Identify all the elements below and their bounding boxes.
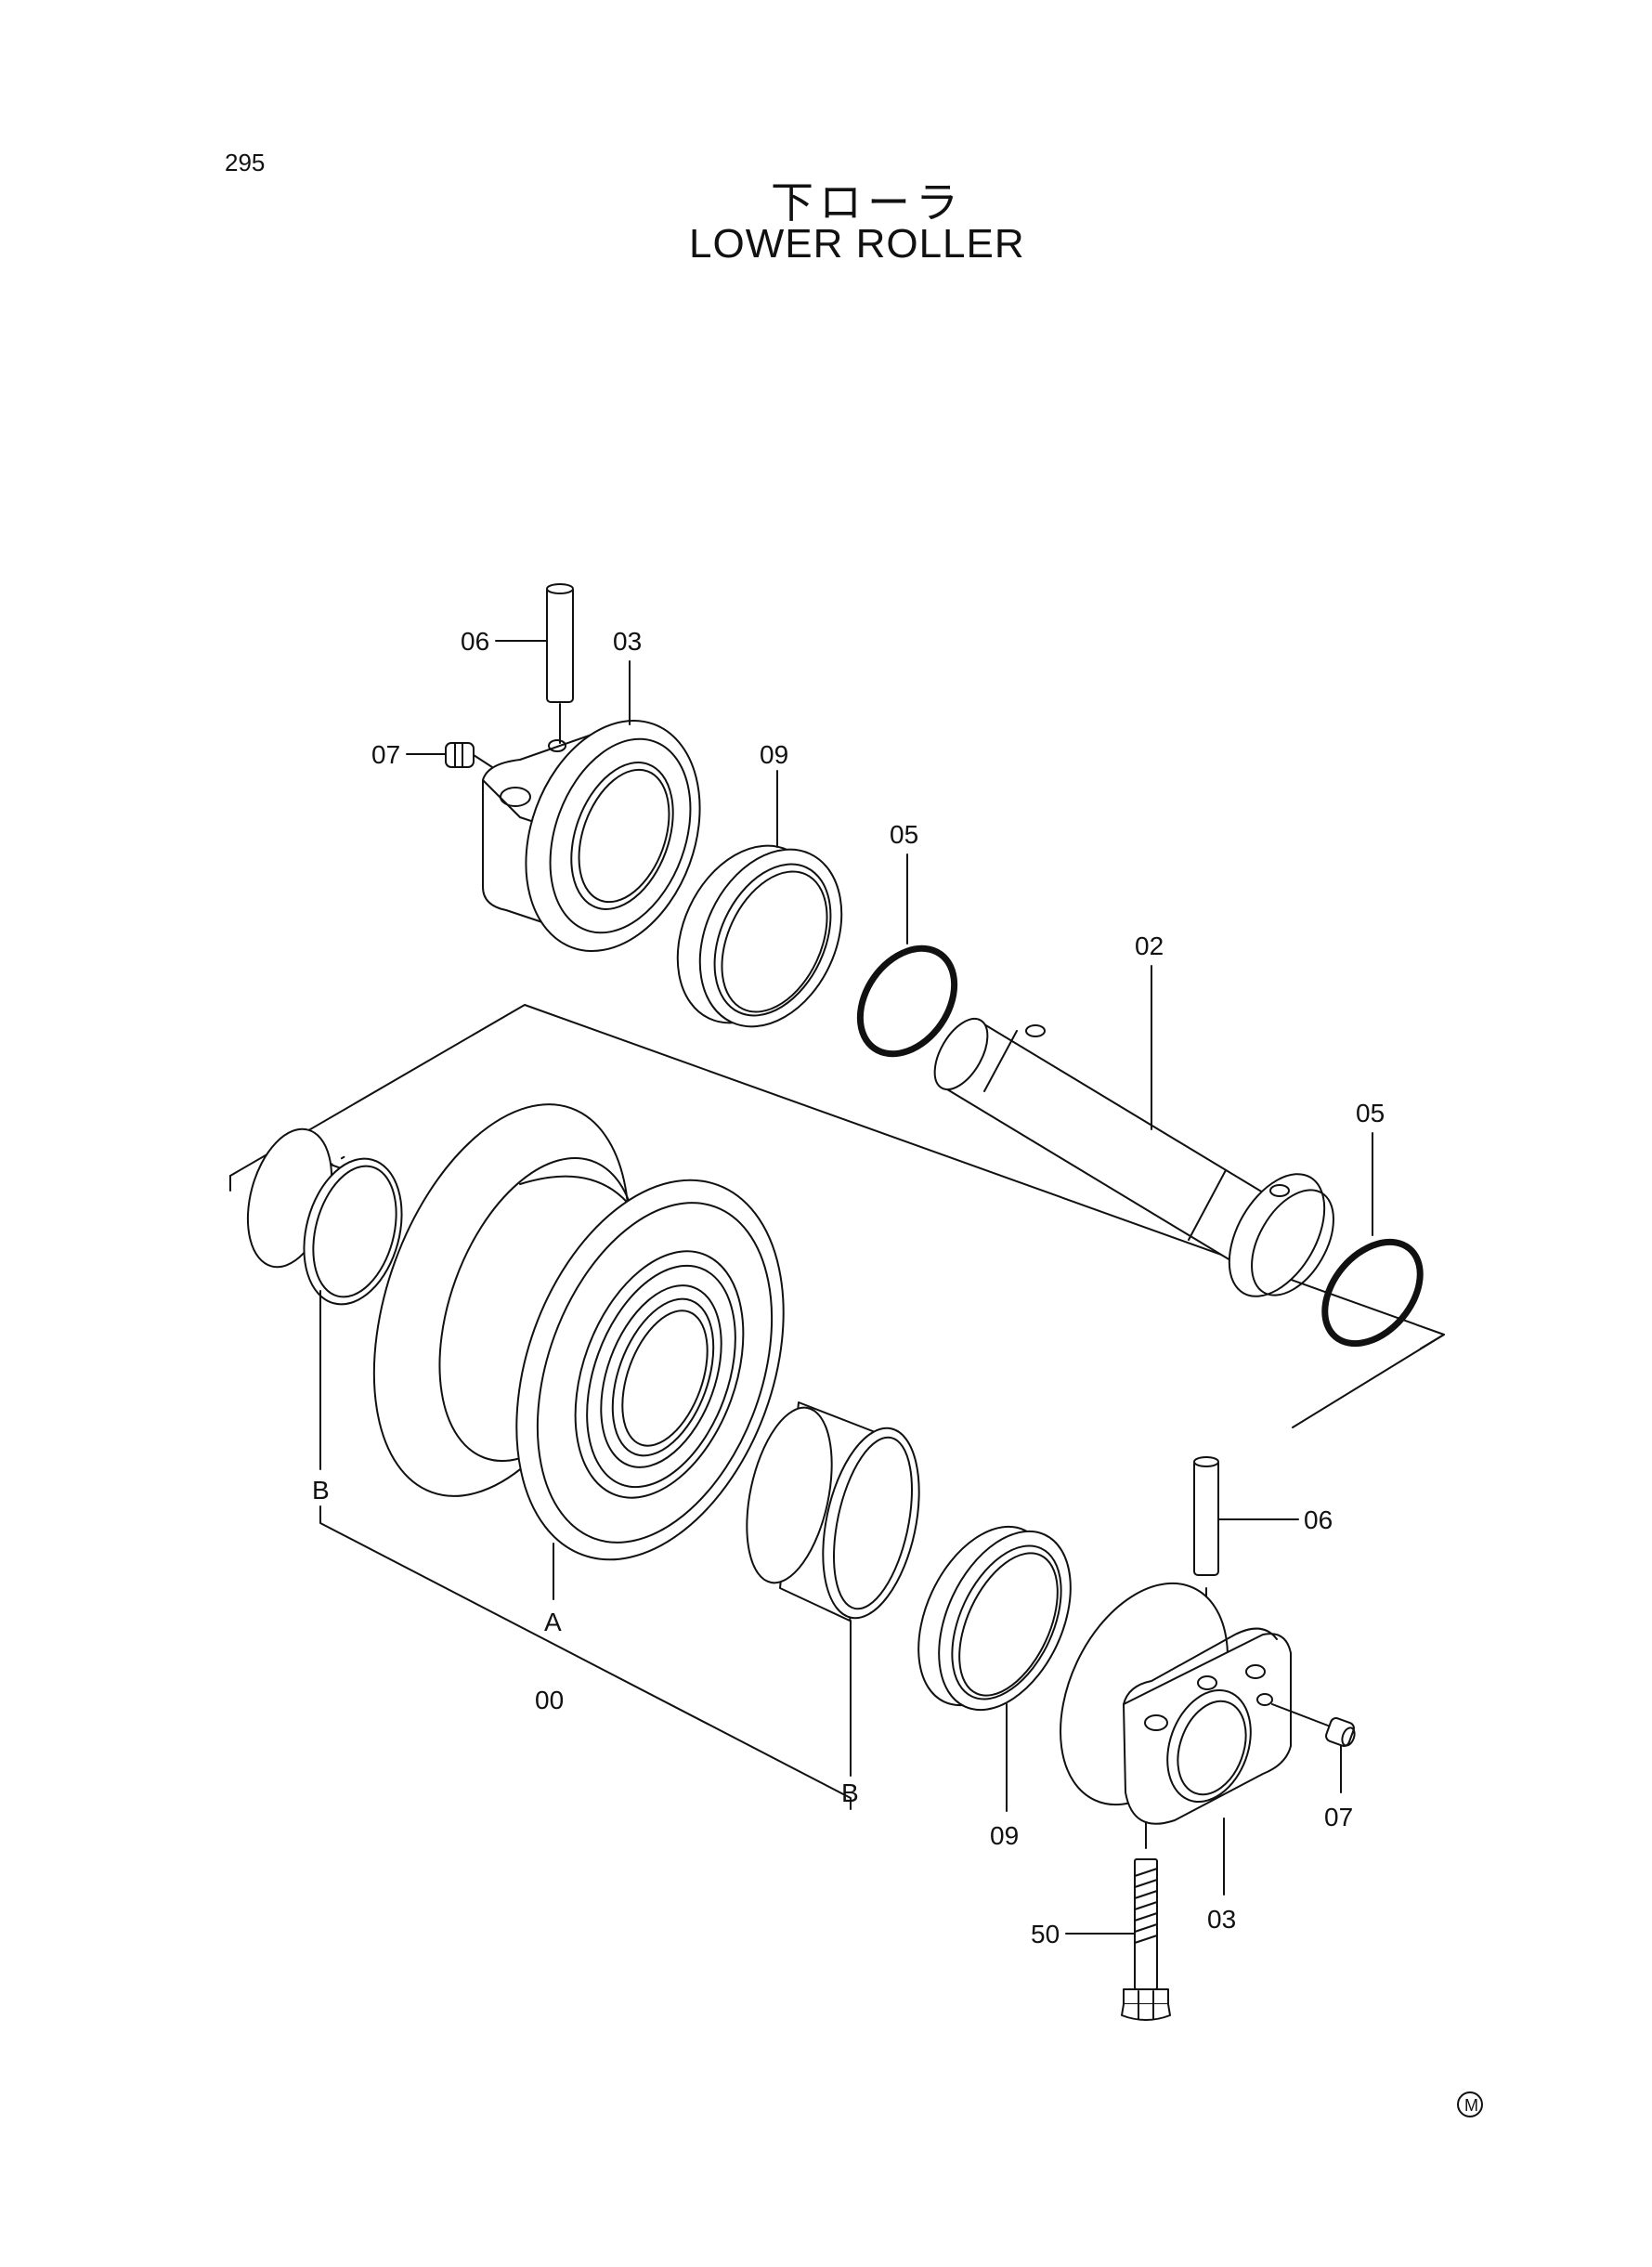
m-mark-circle — [1457, 2091, 1483, 2117]
callout-plug-top: 07 — [371, 740, 400, 769]
callout-bushing-left: B — [312, 1476, 330, 1505]
callout-collar-top: 03 — [613, 627, 642, 656]
callout-seal-bottom: 09 — [990, 1821, 1019, 1850]
shaft — [933, 1018, 1334, 1297]
assembly-bracket — [319, 1505, 852, 1810]
callout-oring-top: 05 — [890, 820, 918, 849]
pin-top — [546, 583, 574, 744]
callout-pin-bottom: 06 — [1304, 1505, 1333, 1534]
callout-pin-top: 06 — [461, 627, 489, 656]
assembly-outline — [229, 1004, 1445, 1428]
seal-top — [676, 844, 843, 1028]
title-english: LOWER ROLLER — [689, 221, 1025, 267]
title-japanese: 下ローラ — [771, 177, 964, 228]
callout-bolt: 50 — [1031, 1920, 1060, 1948]
callout-shaft: 02 — [1135, 932, 1164, 960]
bolt — [1121, 1821, 1171, 2021]
callout-plug-bottom: 07 — [1324, 1803, 1353, 1831]
plug-bottom — [1271, 1703, 1356, 1747]
oring-right — [1321, 1238, 1424, 1348]
callout-oring-right: 05 — [1356, 1099, 1385, 1127]
callout-collar-bottom: 03 — [1207, 1905, 1236, 1934]
collar-top — [482, 720, 701, 952]
callout-seal-top: 09 — [760, 740, 788, 769]
collar-bottom — [1060, 1582, 1292, 1825]
roller — [372, 1103, 785, 1561]
callout-bushing-right: B — [841, 1778, 859, 1807]
bushing-left — [246, 1127, 403, 1306]
seal-bottom — [917, 1525, 1072, 1712]
callout-roller: A — [544, 1608, 562, 1636]
page-number: 295 — [225, 149, 266, 176]
m-mark: M — [1464, 2096, 1478, 2115]
oring-top — [856, 945, 958, 1058]
plug-top — [445, 742, 493, 768]
bushing-right — [746, 1401, 920, 1622]
callout-assembly: 00 — [535, 1686, 564, 1714]
